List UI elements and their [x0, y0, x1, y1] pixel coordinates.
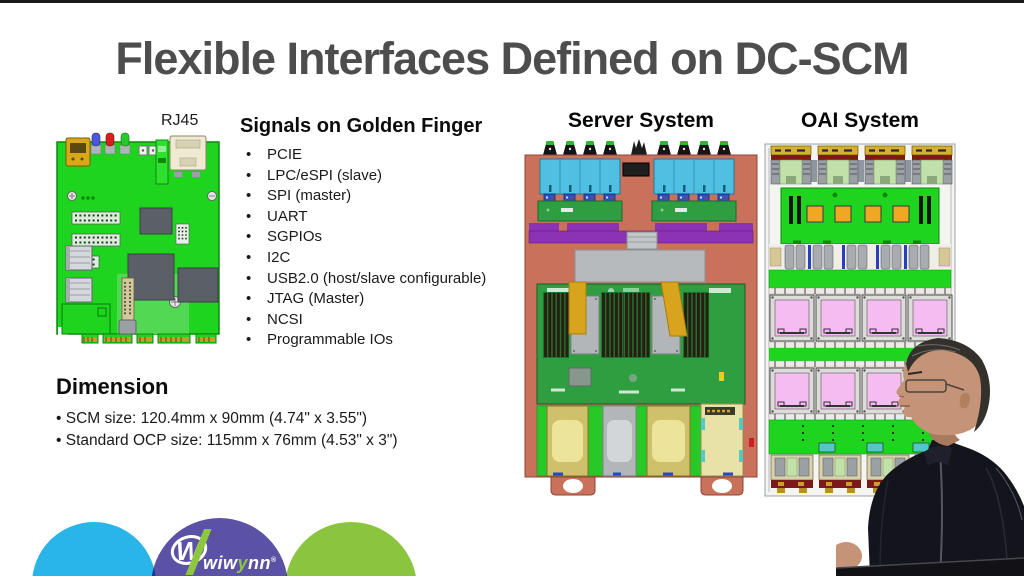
dimension-list: SCM size: 120.4mm x 90mm (4.74" x 3.55")…: [56, 408, 496, 451]
baseboard-band: [768, 419, 952, 455]
io-modules: [536, 403, 754, 477]
edge-connectors: [65, 245, 93, 303]
signals-section: Signals on Golden Finger PCIELPC/eSPI (s…: [240, 115, 540, 351]
signal-item: USB2.0 (host/slave configurable): [240, 269, 540, 290]
signal-item: I2C: [240, 248, 540, 269]
rj45-label: RJ45: [161, 112, 199, 129]
chips: [127, 207, 219, 303]
signal-item: SGPIOs: [240, 227, 540, 248]
fan-boards: [537, 200, 737, 222]
signal-item: NCSI: [240, 310, 540, 331]
oai-system-title: OAI System: [801, 109, 919, 132]
presenter-face: [896, 343, 990, 436]
rj45-connector: [169, 135, 207, 177]
oai-system-illustration: [764, 143, 957, 497]
signals-list: PCIELPC/eSPI (slave)SPI (master)UARTSGPI…: [240, 145, 540, 351]
ear: [959, 392, 970, 409]
presenter: [836, 338, 1024, 576]
motherboard: [536, 283, 746, 405]
center-module: [622, 162, 650, 177]
presenter-hair: [906, 338, 990, 432]
dc-scm-board-illustration: [56, 132, 220, 344]
server-system-title: Server System: [568, 109, 714, 132]
logo-circle-blue: [32, 522, 156, 576]
fan-banks: [539, 158, 735, 202]
scm-board: [56, 132, 220, 344]
air-shroud: [574, 249, 706, 283]
eyebrow: [907, 371, 923, 375]
wiwynn-logo: W wiwynn®: [168, 529, 288, 575]
presenter-hand: [836, 542, 862, 570]
dimension-section: Dimension SCM size: 120.4mm x 90mm (4.74…: [56, 374, 496, 451]
flex-cables: [568, 281, 688, 337]
connector-cluster-row: [769, 244, 951, 270]
signal-item: LPC/eSPI (slave): [240, 166, 540, 187]
signals-heading: Signals on Golden Finger: [240, 115, 483, 137]
laptop-edge: [836, 557, 1024, 576]
signal-item: JTAG (Master): [240, 289, 540, 310]
usb-connector: [65, 137, 91, 167]
center-connector-stack: [626, 231, 658, 250]
presenter-jacket: [868, 440, 1024, 576]
wiwynn-mark-icon: W: [170, 529, 212, 575]
sub-board: [61, 303, 111, 335]
signal-item: UART: [240, 207, 540, 228]
wiwynn-logo-text: wiwynn®: [203, 553, 277, 573]
dimension-item: Standard OCP size: 115mm x 76mm (4.53" x…: [56, 430, 496, 452]
slide-title: Flexible Interfaces Defined on DC-SCM: [115, 33, 909, 84]
signal-item: SPI (master): [240, 186, 540, 207]
dimension-item: SCM size: 120.4mm x 90mm (4.74" x 3.55"): [56, 408, 496, 430]
server-system-illustration: [524, 139, 758, 496]
status-leds: [90, 132, 131, 155]
logo-circle-green: [285, 522, 417, 576]
glasses-icon: [905, 379, 965, 393]
top-bar: [0, 0, 1024, 3]
signal-item: PCIE: [240, 145, 540, 166]
mounting-ears: [550, 476, 744, 496]
signal-item: Programmable IOs: [240, 330, 540, 351]
host-interface-board: [780, 187, 940, 245]
antenna: [631, 139, 647, 155]
golden-finger-tabs: [81, 333, 217, 344]
top-connector-row: [769, 144, 954, 186]
dimension-heading: Dimension: [56, 374, 169, 399]
